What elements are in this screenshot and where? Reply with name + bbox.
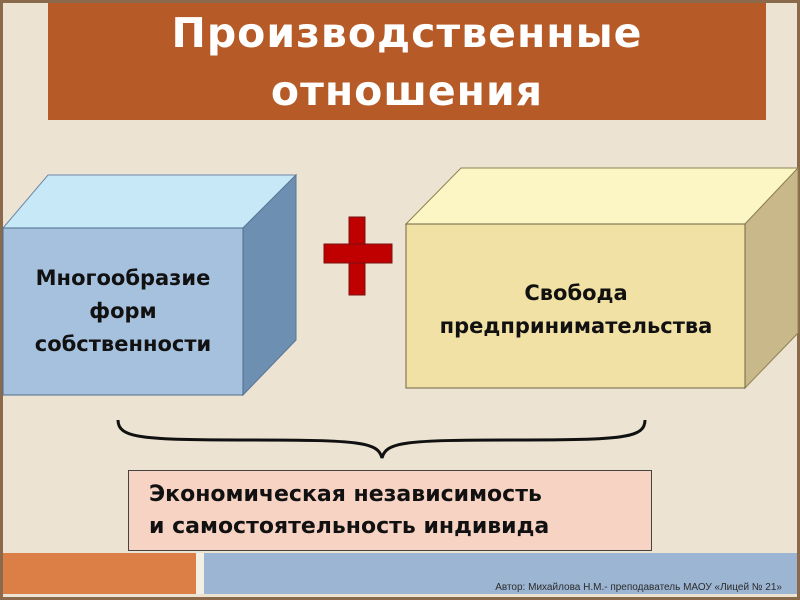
right-box-shape bbox=[404, 166, 800, 390]
left-box-line-3: собственности bbox=[34, 332, 212, 356]
right-box-line-1: Свобода bbox=[524, 281, 628, 305]
right-box-label: Свобода предпринимательства bbox=[402, 240, 750, 380]
result-line-2: и самостоятельность индивида bbox=[149, 513, 550, 539]
left-box-line-2: форм bbox=[89, 299, 157, 323]
left-box-front bbox=[2, 227, 244, 396]
curly-brace bbox=[116, 419, 647, 459]
left-box-line-1: Многообразие bbox=[35, 266, 211, 290]
author-credit: Автор: Михайлова Н.М.- преподаватель МАО… bbox=[495, 582, 782, 593]
title-banner: Производственные отношения bbox=[48, 3, 766, 120]
bottom-band-blue bbox=[204, 553, 797, 594]
title-line-2: отношения bbox=[270, 66, 544, 115]
right-box-front bbox=[405, 223, 746, 389]
bottom-band-orange bbox=[3, 553, 196, 594]
right-box-line-2: предпринимательства bbox=[439, 314, 713, 338]
left-box-label: Многообразие форм собственности bbox=[3, 228, 243, 395]
result-box: Экономическая независимость и самостояте… bbox=[128, 470, 652, 551]
right-box-top bbox=[404, 167, 800, 225]
title-line-1: Производственные bbox=[171, 8, 643, 57]
left-box-shape bbox=[1, 173, 298, 397]
bottom-band-gap bbox=[196, 553, 204, 594]
plus-icon bbox=[323, 216, 393, 296]
result-line-1: Экономическая независимость bbox=[149, 481, 542, 507]
